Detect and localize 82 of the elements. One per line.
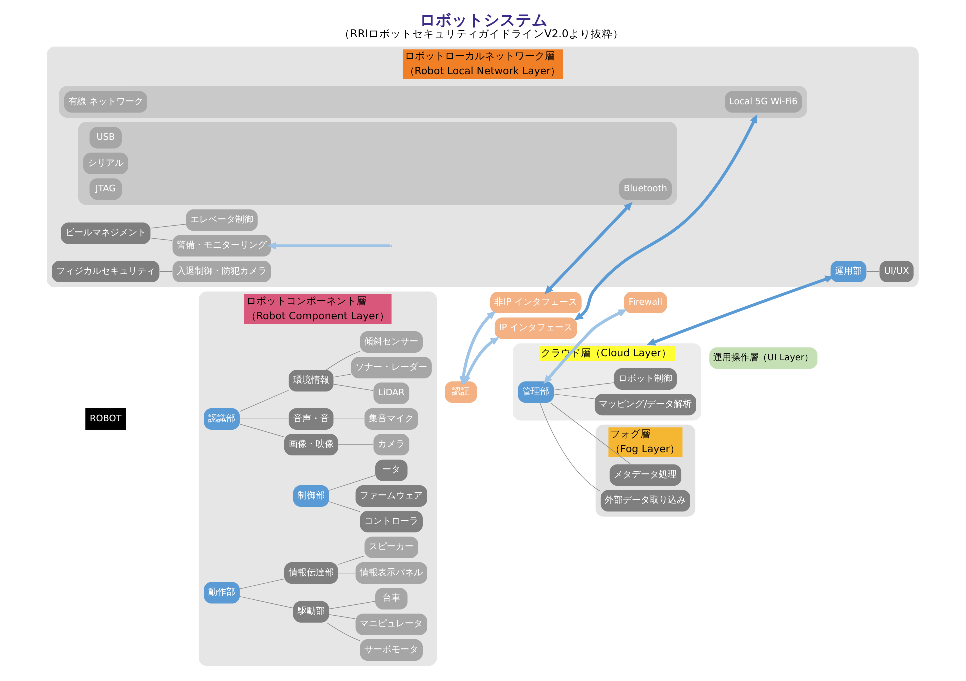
node-box: 環境情報 — [288, 370, 334, 392]
cluster — [59, 86, 808, 118]
node-box: 運用部 — [830, 260, 867, 282]
connector — [329, 614, 356, 619]
arrow — [544, 202, 633, 294]
node-box: 画像・映像 — [284, 434, 338, 456]
connector — [329, 501, 360, 512]
node-box: 運用操作層（UI Layer） — [710, 347, 818, 369]
node-box: エレベータ制御 — [186, 209, 258, 231]
node-box: 情報表示パネル — [356, 562, 428, 584]
arrow — [460, 310, 496, 385]
connector — [554, 394, 596, 399]
connector — [240, 596, 294, 608]
node-box: 認識部 — [204, 408, 240, 430]
node-box: 有線 ネットワーク — [64, 90, 148, 112]
node-box: ファームウェア — [356, 485, 428, 506]
node-box: JTAG — [90, 178, 122, 200]
node-box: Local 5G Wi-Fi6 — [725, 90, 802, 112]
node-box: 音声・音 — [288, 408, 334, 430]
node-box: ソナー・レーダー — [351, 356, 432, 378]
arrow — [646, 275, 834, 346]
connector — [333, 418, 365, 420]
node-box: 駆動部 — [293, 600, 330, 622]
connector — [240, 390, 290, 412]
connector — [150, 238, 173, 241]
node-box: 動作部 — [204, 582, 240, 604]
connector — [333, 374, 352, 378]
cluster — [78, 122, 678, 205]
node-box: 傾斜センサー — [360, 330, 423, 352]
connector — [866, 270, 880, 272]
connector — [329, 600, 376, 609]
connector — [159, 270, 173, 272]
node-box: コントローラ — [360, 510, 423, 532]
connector — [338, 444, 374, 445]
node-box: 制御部 — [293, 485, 330, 506]
connector — [338, 555, 365, 565]
node-box: マッピング/データ解析 — [594, 394, 696, 416]
node-box: 集音マイク — [364, 408, 418, 430]
node-box: カメラ — [374, 434, 410, 456]
node-box: Firewall — [624, 292, 668, 314]
node-box: 認証 — [445, 381, 478, 403]
node-box: 管理部 — [518, 381, 554, 403]
connector — [329, 474, 376, 490]
node-box: IP インタフェース — [494, 317, 578, 339]
node-box: スピーカー — [364, 536, 418, 558]
node-box: 情報伝達部 — [284, 562, 338, 584]
node-box: ロボット制御 — [614, 368, 678, 390]
node-box: サーボモータ — [360, 639, 423, 661]
connector — [333, 384, 374, 391]
connector — [550, 402, 632, 464]
node-box: 入退制御・防犯カメラ — [172, 260, 272, 282]
connector — [326, 622, 360, 641]
arrow — [544, 309, 628, 384]
connector — [240, 424, 285, 437]
node-box: シリアル — [84, 152, 128, 174]
connector — [554, 382, 614, 390]
node-box: ータ — [376, 459, 408, 481]
node-box: ビールマネジメント — [61, 222, 151, 244]
connector — [326, 350, 360, 370]
node-box: マニピュレータ — [356, 613, 428, 635]
arrow — [268, 242, 390, 250]
node-box: LiDAR — [374, 382, 410, 404]
node-box: 台車 — [376, 588, 408, 610]
node-box: 警備・モニターリング — [172, 234, 272, 256]
node-box: USB — [90, 126, 122, 148]
node-box: 外部データ取り込み — [600, 490, 690, 512]
connector — [150, 224, 186, 228]
arrow — [574, 114, 758, 320]
node-box: メタデータ処理 — [610, 464, 682, 486]
arrow — [464, 336, 500, 384]
diagram-title: ロボットシステム — [420, 11, 548, 30]
node-box: Bluetooth — [619, 178, 672, 200]
connector — [240, 418, 290, 420]
caption: （RRIロボットセキュリティガイドラインV2.0より抜粋） — [339, 26, 624, 40]
connector — [338, 572, 356, 574]
node-box: フィジカルセキュリティ — [52, 260, 160, 282]
label: ROBOT — [90, 414, 122, 424]
node-box: 非IP インタフェース — [490, 292, 582, 314]
connector — [540, 402, 601, 492]
connector — [240, 578, 285, 589]
connector — [329, 495, 356, 496]
node-box: UI/UX — [880, 260, 914, 282]
